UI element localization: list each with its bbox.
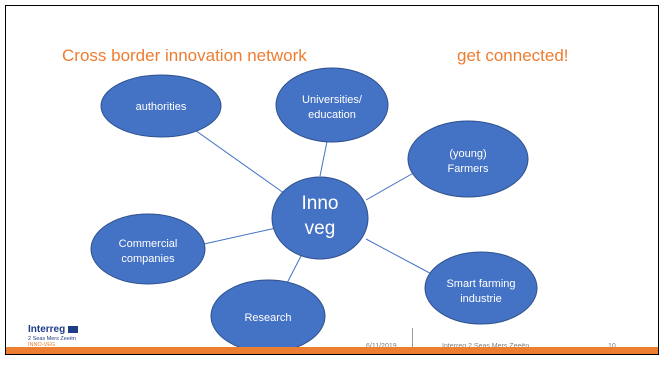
- node-label: companies: [121, 253, 175, 265]
- logo-program: 2 Seas Mers Zeeën: [28, 336, 76, 342]
- connector-smart-farming: [365, 238, 440, 279]
- center-node-label: Inno: [302, 193, 339, 214]
- node-label: Farmers: [448, 163, 489, 175]
- interreg-logo: Interreg 2 Seas Mers Zeeën INNO-VEG: [28, 324, 79, 348]
- node-label: education: [308, 109, 356, 121]
- node-label: (young): [449, 148, 486, 160]
- node-label: authorities: [136, 101, 187, 113]
- network-diagram: authorities Universities/ education (you…: [90, 67, 538, 353]
- footer-page-number: 10: [608, 343, 616, 350]
- slide-tagline: get connected!: [457, 46, 569, 65]
- node-research: Research: [210, 279, 326, 353]
- node-commercial: Commercial companies: [90, 213, 206, 285]
- node-farmers: (young) Farmers: [407, 120, 529, 198]
- center-node-innoveg: Inno veg: [271, 176, 369, 260]
- slide-title: Cross border innovation network: [62, 46, 307, 65]
- node-universities: Universities/ education: [275, 67, 389, 143]
- logo-wordmark: Interreg: [28, 324, 66, 335]
- node-label: Smart farming: [446, 278, 515, 290]
- footer-bar: [6, 347, 658, 354]
- node-label: Research: [244, 312, 291, 324]
- footer-date: 6/11/2019: [366, 343, 397, 350]
- footer-divider: [412, 328, 413, 354]
- node-authorities: authorities: [100, 74, 222, 138]
- footer-program: Interreg 2 Seas Mers Zeeën: [442, 343, 529, 350]
- connector-commercial: [194, 227, 277, 247]
- eu-flag-icon: [68, 326, 79, 333]
- node-smart-farming: Smart farming industrie: [424, 251, 538, 325]
- node-label: Commercial: [119, 238, 178, 250]
- slide: Cross border innovation network get conn…: [5, 5, 659, 355]
- node-label: Universities/: [302, 94, 363, 106]
- center-node-label: veg: [305, 218, 336, 239]
- logo-project: INNO-VEG: [28, 342, 56, 348]
- node-label: industrie: [460, 293, 502, 305]
- connector-farmers: [365, 170, 418, 201]
